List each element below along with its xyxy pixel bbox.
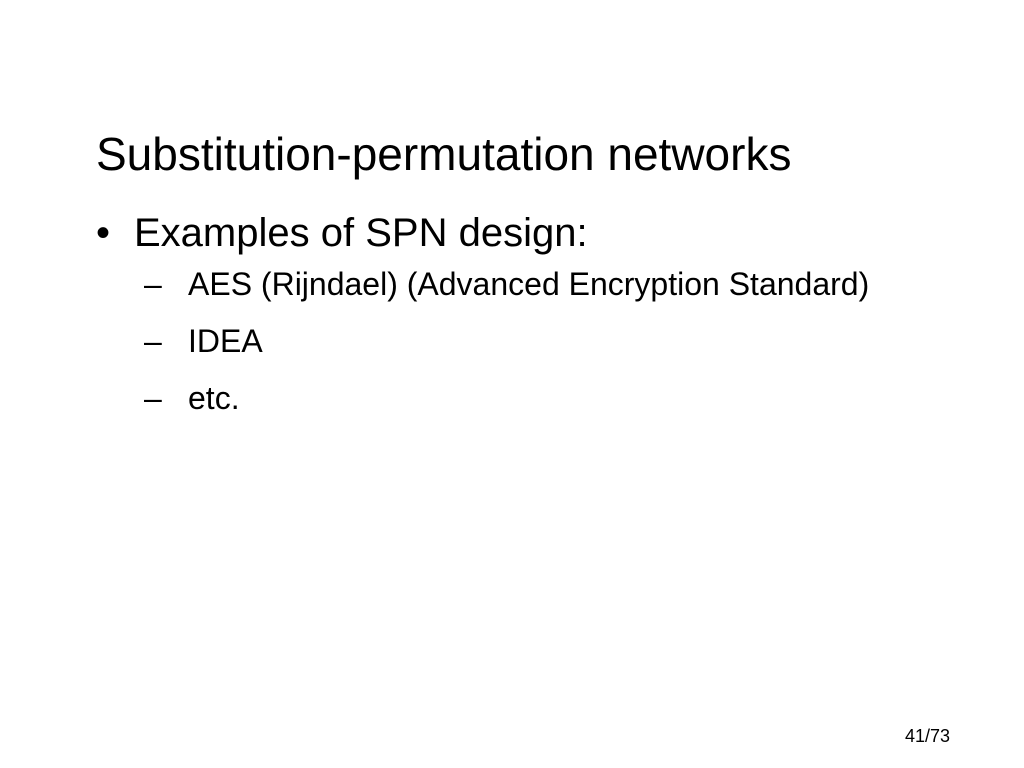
sub-bullet-text: AES (Rijndael) (Advanced Encryption Stan… <box>188 266 870 302</box>
sub-bullet-marker: – <box>144 380 162 416</box>
slide-title: Substitution-permutation networks <box>96 128 792 180</box>
bullet-marker: • <box>96 211 111 255</box>
bullet-item: • Examples of SPN design: – AES (Rijndae… <box>96 206 916 418</box>
sub-bullet-item: – AES (Rijndael) (Advanced Encryption St… <box>144 264 916 304</box>
sub-bullet-list: – AES (Rijndael) (Advanced Encryption St… <box>134 264 916 418</box>
sub-bullet-text: etc. <box>188 380 240 416</box>
sub-bullet-marker: – <box>144 323 162 359</box>
bullet-text: Examples of SPN design: <box>134 211 588 255</box>
sub-bullet-text: IDEA <box>188 323 263 359</box>
page-number: 41/73 <box>904 726 950 746</box>
sub-bullet-item: – IDEA <box>144 321 916 361</box>
sub-bullet-marker: – <box>144 266 162 302</box>
sub-bullet-item: – etc. <box>144 378 916 418</box>
bullet-list: • Examples of SPN design: – AES (Rijndae… <box>96 206 916 435</box>
